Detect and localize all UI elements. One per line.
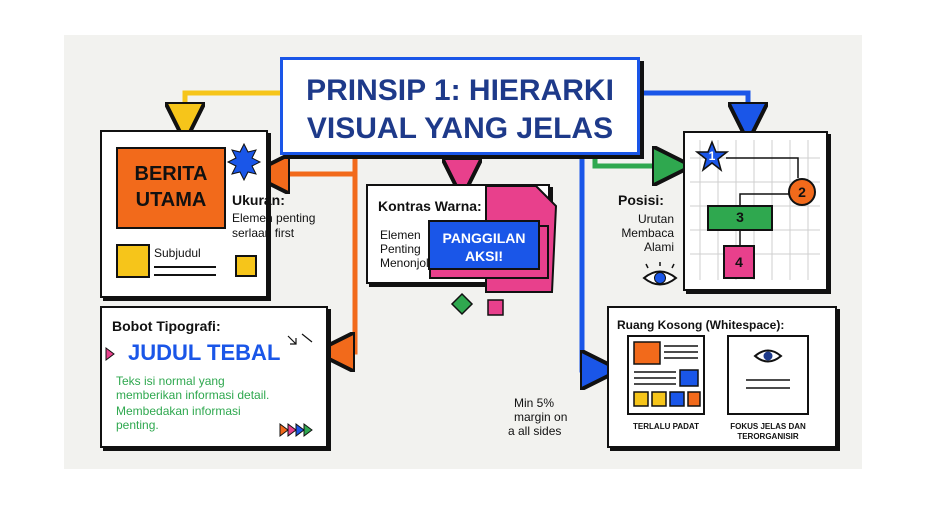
flow-1-2 <box>726 157 799 178</box>
bold-headline: JUDUL TEBAL <box>128 340 281 365</box>
organized-layout-illustration <box>727 335 809 415</box>
pink-chevron-icon <box>105 347 115 361</box>
triangle-orange-icon <box>279 423 289 437</box>
organized-caption-line-1: FOKUS JELAS DAN <box>730 422 806 431</box>
arrow-to-position <box>640 90 748 122</box>
title-line-2: VISUAL YANG JELAS <box>306 112 614 145</box>
cta-line-1: PANGGILAN <box>442 230 526 246</box>
position-desc-line-1: Urutan <box>637 212 674 226</box>
step-4-number: 4 <box>735 254 743 270</box>
star-burst-icon <box>226 142 262 182</box>
body-line-3: Membedakan informasi <box>116 404 241 418</box>
headline-block: BERITA UTAMA <box>116 147 226 229</box>
triangle-blue-icon <box>295 423 305 437</box>
size-desc-line-2: serlaan first <box>232 226 295 240</box>
contrast-desc-line-3: Menonjol <box>380 256 429 270</box>
arrow-to-size <box>185 90 280 122</box>
image-placeholder <box>116 244 150 278</box>
cta-button[interactable]: PANGGILAN AKSI! <box>428 220 540 270</box>
subheading-text: Subjudul <box>154 246 201 260</box>
text-line <box>154 266 216 268</box>
typography-label: Bobot Tipografi: <box>112 318 221 334</box>
headline-line-2: UTAMA <box>135 189 207 211</box>
step-2-circle <box>788 178 816 206</box>
contrast-desc-line-2: Penting <box>380 242 421 256</box>
step-3-number: 3 <box>736 209 744 225</box>
eye-icon <box>642 262 678 286</box>
body-line-1: Teks isi normal yang <box>116 374 225 388</box>
cta-line-2: AKSI! <box>464 248 504 264</box>
margin-note-line-2: margin on <box>514 410 568 424</box>
arrow-to-position-green <box>592 155 672 166</box>
whitespace-card: Ruang Kosong (Whitespace): <box>607 306 837 448</box>
green-diamond-icon <box>450 292 474 316</box>
cluttered-caption: TERLALU PADAT <box>633 422 699 431</box>
small-square-icon <box>235 255 257 277</box>
title-box: PRINSIP 1: HIERARKI VISUAL YANG JELAS <box>280 57 640 155</box>
typography-card: Bobot Tipografi: JUDUL TEBAL Teks isi no… <box>100 306 328 448</box>
margin-note-line-3: a all sides <box>508 424 562 438</box>
whitespace-label: Ruang Kosong (Whitespace): <box>617 318 785 332</box>
step-2-number: 2 <box>798 184 806 200</box>
position-desc-line-3: Alami <box>643 240 674 254</box>
step-4-box <box>723 245 755 279</box>
position-label: Posisi: <box>618 192 664 208</box>
step-1-star-icon <box>694 139 730 172</box>
arrow-to-whitespace <box>579 155 600 370</box>
position-desc-line-2: Membaca <box>621 226 674 240</box>
step-1-number: 1 <box>708 149 716 163</box>
step-3-box <box>707 205 773 231</box>
size-desc-line-1: Elemen penting <box>232 211 316 225</box>
margin-note-line-1: Min 5% <box>514 396 555 410</box>
eye-icon <box>753 349 783 363</box>
triangle-green-icon <box>303 423 313 437</box>
flow-2-3 <box>739 193 790 208</box>
contrast-desc-line-1: Elemen <box>380 228 421 242</box>
arrow-to-typography <box>335 174 358 352</box>
title-line-1: PRINSIP 1: HIERARKI <box>306 74 614 107</box>
headline-line-1: BERITA <box>134 163 208 185</box>
body-line-2: memberikan informasi detail. <box>116 388 270 402</box>
cluttered-layout-illustration <box>627 335 705 415</box>
contrast-label: Kontras Warna: <box>378 198 482 214</box>
cursor-marks-icon <box>287 333 313 345</box>
organized-caption-line-2: TERORGANISIR <box>737 432 799 441</box>
triangle-pink-icon <box>287 423 297 437</box>
pink-square-icon <box>487 299 504 316</box>
size-label: Ukuran: <box>232 192 285 208</box>
text-line <box>154 274 216 276</box>
body-line-4: penting. <box>116 418 159 432</box>
